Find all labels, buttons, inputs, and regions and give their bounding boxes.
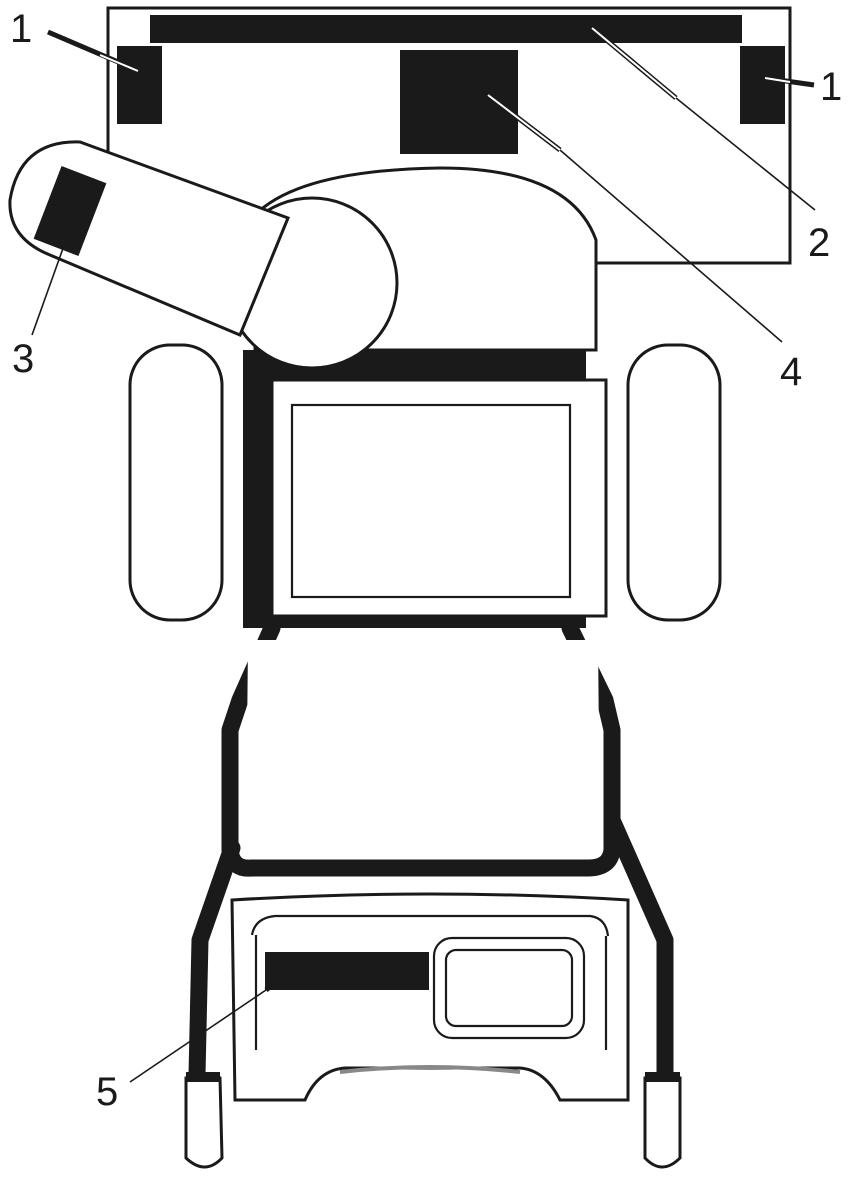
front-console	[230, 892, 630, 1102]
console-label	[265, 952, 429, 990]
right-front-caster	[643, 1076, 682, 1169]
display-outer	[432, 936, 586, 1040]
callout-4: 4	[780, 350, 802, 394]
left-side-label	[117, 46, 162, 124]
top-label-bar	[150, 15, 742, 43]
callout-5: 5	[96, 1070, 118, 1114]
right-rear-tire	[626, 343, 722, 622]
floor-shade	[339, 1065, 521, 1074]
left-front-caster	[184, 1076, 224, 1169]
seat-area	[290, 403, 572, 599]
callout-1-right: 1	[820, 65, 842, 109]
arm-label	[33, 165, 107, 257]
main-body	[243, 350, 608, 628]
callout-2: 2	[808, 221, 830, 265]
left-rear-tire	[128, 343, 224, 622]
display-screen	[444, 948, 574, 1028]
leader-lines	[31, 26, 816, 1083]
boom-arm	[8, 140, 399, 370]
right-side-label	[740, 46, 785, 124]
callout-1-left: 1	[10, 7, 32, 51]
footrest	[246, 640, 600, 856]
callout-3: 3	[12, 337, 34, 381]
chassis-frame	[188, 619, 674, 1084]
